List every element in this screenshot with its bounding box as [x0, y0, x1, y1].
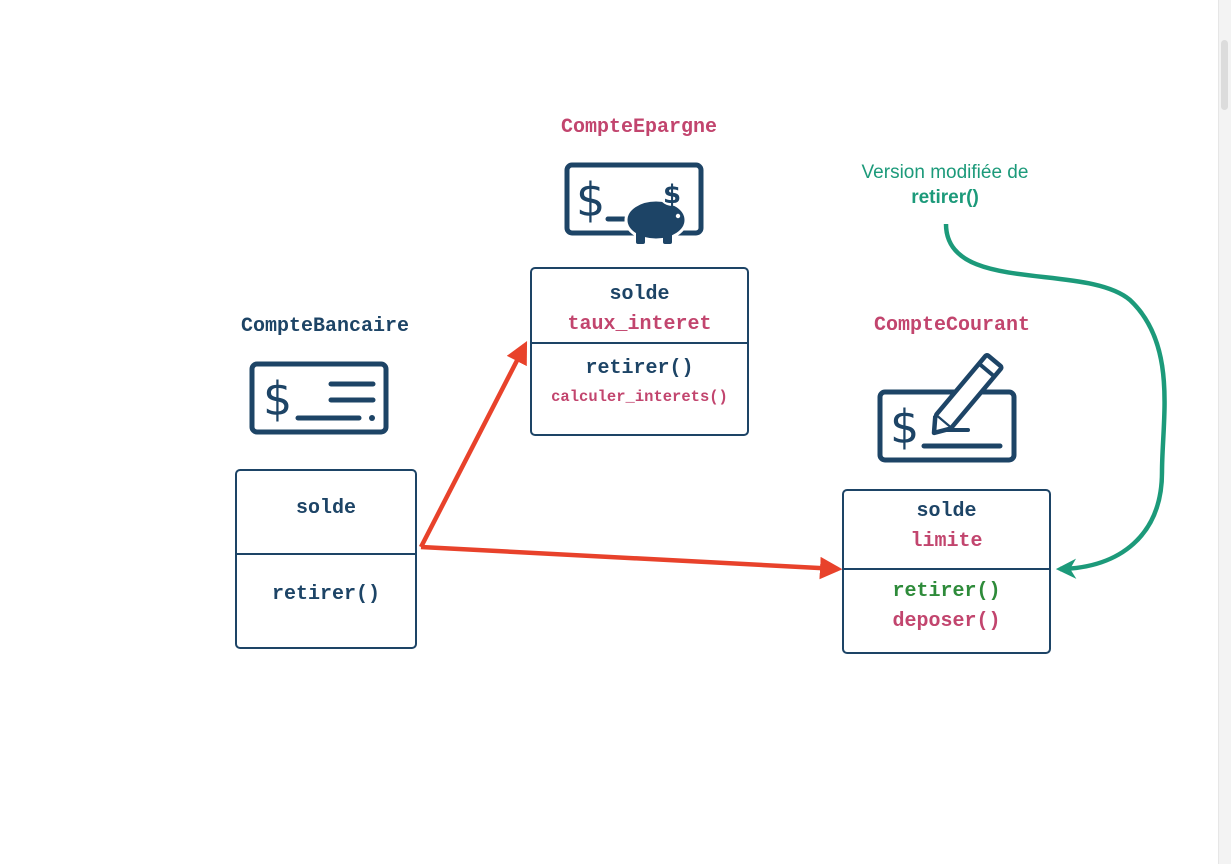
method-deposer: deposer() [892, 610, 1001, 633]
class-name-compte-courant: CompteCourant [873, 314, 1031, 337]
method-retirer: retirer() [271, 583, 381, 606]
scrollbar-thumb[interactable] [1221, 40, 1228, 110]
class-box-compte-bancaire: solde retirer() [235, 469, 417, 649]
annotation-curved-arrow [943, 223, 1167, 579]
inheritance-arrow-to-compte-epargne [418, 340, 528, 549]
vertical-scrollbar[interactable] [1218, 0, 1231, 864]
class-box-separator [237, 553, 415, 555]
method-retirer-modified: retirer() [892, 580, 1001, 603]
class-box-compte-epargne: solde taux_interet retirer() calculer_in… [530, 267, 749, 436]
annotation-line-2: retirer() [911, 187, 979, 208]
inheritance-arrow-to-compte-courant [420, 544, 843, 580]
method-calculer-interets: calculer_interets() [551, 388, 728, 406]
method-retirer: retirer() [585, 357, 694, 380]
annotation-line-1: Version modifiée de [861, 162, 1029, 183]
class-box-separator [844, 568, 1049, 570]
attribute-solde: solde [609, 283, 670, 306]
attribute-solde: solde [295, 497, 356, 520]
attribute-limite: limite [910, 530, 983, 553]
class-box-compte-courant: solde limite retirer() deposer() [842, 489, 1051, 654]
class-box-separator [532, 342, 747, 344]
attribute-solde: solde [916, 500, 977, 523]
annotation-note: Version modifiée de retirer() [830, 160, 1060, 210]
class-name-compte-epargne: CompteEpargne [560, 116, 718, 139]
attribute-taux-interet: taux_interet [567, 313, 712, 336]
class-name-compte-bancaire: CompteBancaire [240, 315, 410, 338]
